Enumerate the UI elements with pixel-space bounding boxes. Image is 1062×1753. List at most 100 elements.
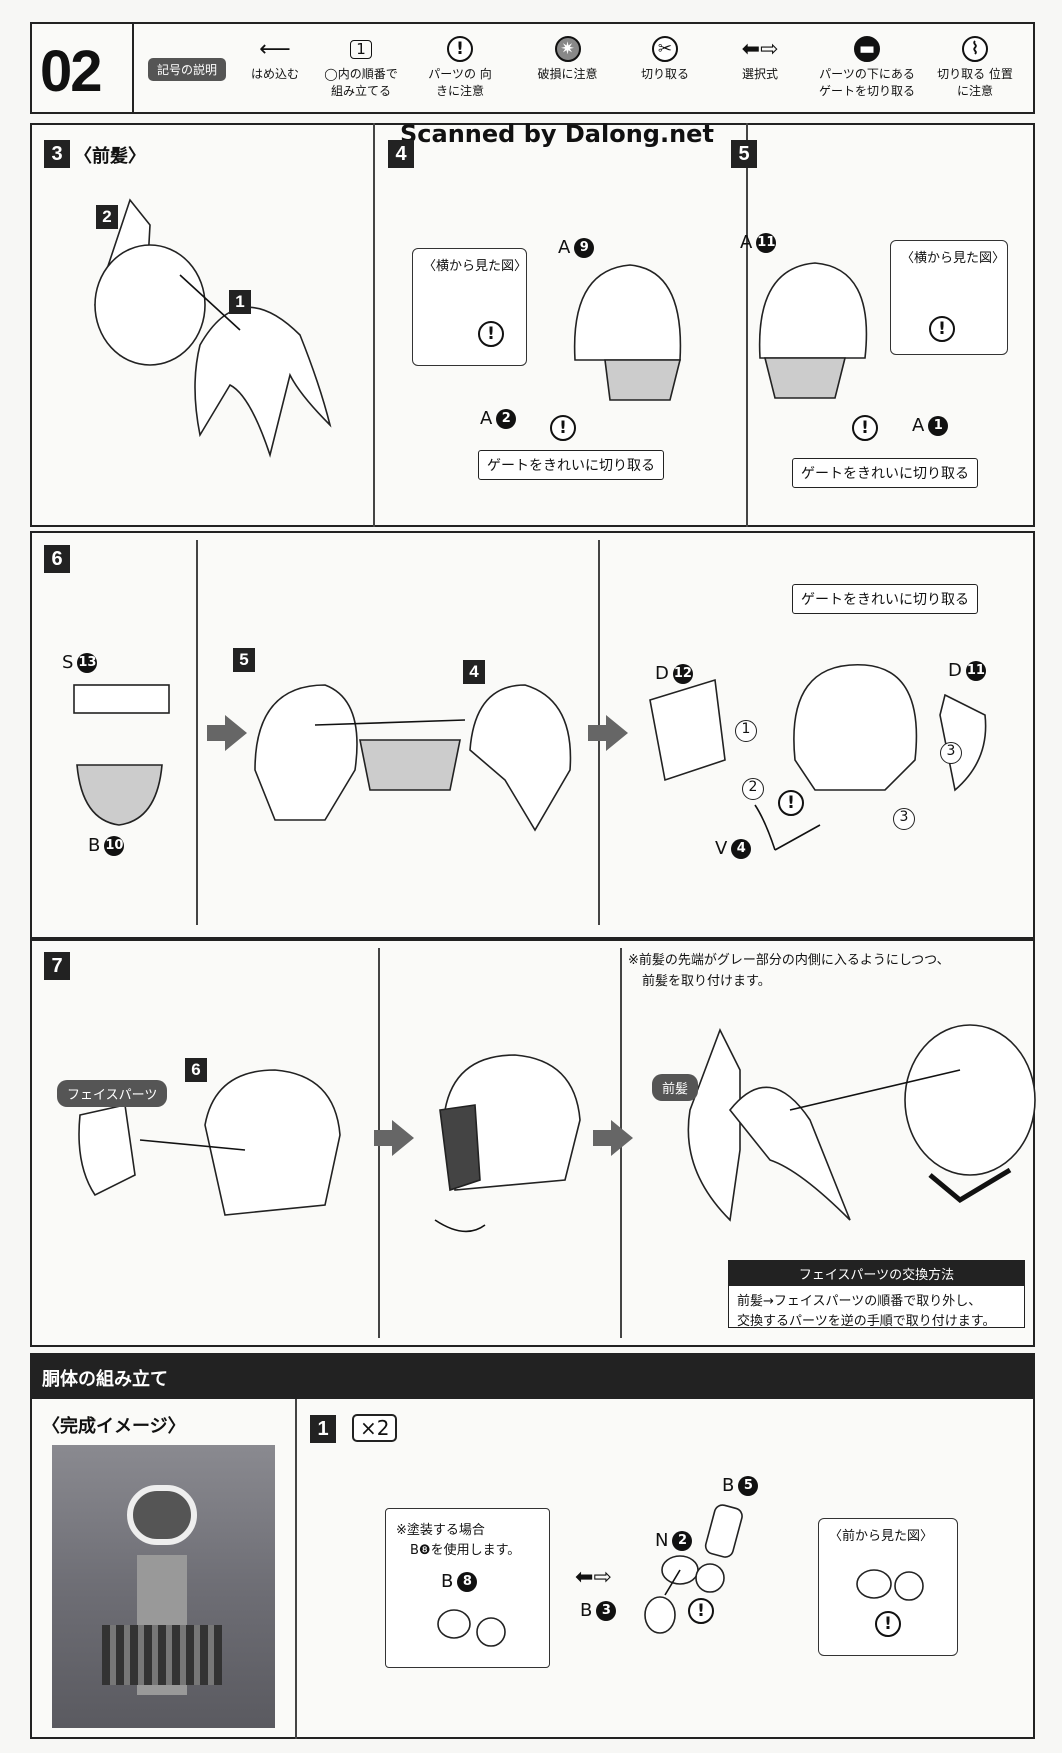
bangs-face-illustration [687,1024,1036,1222]
step7-note: ※前髪の先端がグレー部分の内側に入るようにしつつ、前髪を取り付けます。 [628,953,950,989]
side-view-inset: 〈横から見た図〉! [412,248,527,366]
legend-item-selectable: ⬅⇨ 選択式 [725,32,795,83]
double-arrow-icon: ⬅⇨ [741,36,779,62]
cut-position-icon: ⌇ [935,32,1015,66]
side-view-label: 〈横から見た図〉 [901,251,1006,266]
exclamation-icon: ! [425,32,495,66]
exclamation-icon: ! [852,415,878,441]
next-arrow-icon [374,1120,414,1156]
breakage-icon: ✷ [530,32,605,66]
step-title: 〈前髪〉 [74,146,146,167]
head-assembly-illustration [254,684,572,832]
next-arrow-icon [207,715,247,751]
legend-label: パーツの下にある ゲートを切り取る [818,67,915,98]
part-b8-illustration [437,1609,506,1647]
bangs-assembly-illustration [94,198,332,458]
part-badge: 2 [96,205,118,229]
step-number: 4 [388,140,414,168]
legend-label: 切り取る 位置に注意 [937,67,1013,98]
face-swap-note: フェイスパーツの交換方法 前髪→フェイスパーツの順番で取り外し、交換するパーツを… [728,1260,1025,1329]
exclamation-icon: ! [778,790,804,816]
part-badge: 1 [229,290,251,314]
arrow-left-icon: ⟵ [259,36,291,62]
bangs-label: 前髪 [652,1074,699,1101]
page-number: 02 [40,39,102,104]
side-view-inset: 〈横から見た図〉! [890,240,1008,355]
face-attached-illustration [434,1054,581,1233]
gate-callout: ゲートをきれいに切り取る [792,458,978,488]
order-marker: 3 [893,808,915,830]
watermark: Scanned by Dalong.net [400,120,714,148]
helmet-illustration [758,262,868,399]
divider [132,22,134,114]
legend-label: 破損に注意 [537,67,598,81]
sub-assembly-badge: 6 [185,1058,207,1082]
side-view-label: 〈横から見た図〉 [423,259,528,274]
head-side-parts-illustration [649,664,987,851]
divider [746,123,748,527]
step-number: 7 [44,952,70,980]
cut-icon: ✂ [630,32,700,66]
step-number: 1 [310,1415,336,1443]
exclamation-icon: ! [875,1611,901,1637]
legend-item-orientation: !パーツの 向きに注意 [425,32,495,100]
step-number: 5 [731,140,757,168]
legend-item-cut-position: ⌇切り取る 位置に注意 [935,32,1015,100]
front-view-part-illustration [856,1569,924,1601]
front-view-inset: 〈前から見た図〉 ! [818,1518,958,1656]
order-marker: 3 [940,742,962,764]
legend-label: 切り取る [640,67,689,81]
gate-under-part-icon: ▬ [812,32,922,66]
face-attach-illustration [78,1069,341,1216]
legend-item-insert: ⟵ はめ込む [240,32,310,83]
face-parts-label: フェイスパーツ [57,1080,168,1107]
step-number: 6 [44,545,70,573]
section-title: 胴体の組み立て [30,1353,1035,1399]
face-swap-title: フェイスパーツの交換方法 [729,1261,1024,1286]
legend-label: ◯内の順番で 組み立てる [324,67,398,98]
joint-assembly-illustration [644,1504,743,1634]
legend-label: 選択式 [741,67,778,81]
legend-label: はめ込む [250,67,299,81]
hexagon-number-icon: 1 [318,32,404,66]
legend-item-breakage: ✷破損に注意 [530,32,605,83]
face-swap-body: 前髪→フェイスパーツの順番で取り外し、交換するパーツを逆の手順で取り付けます。 [737,1294,996,1329]
completed-image-title: 〈完成イメージ〉 [42,1416,186,1437]
order-marker: 2 [742,778,764,800]
legend-item-cut: ✂切り取る [630,32,700,83]
step-number: 3 [44,140,70,168]
exclamation-icon: ! [550,415,576,441]
gate-callout: ゲートをきれいに切り取る [478,450,664,480]
sub-assembly-badge: 4 [463,660,485,684]
sub-assembly-badge: 5 [233,648,255,672]
divider [295,1399,297,1739]
helmet-illustration [573,264,682,401]
next-arrow-icon [593,1120,633,1156]
divider [196,540,198,925]
exclamation-icon: ! [478,321,504,347]
double-arrow-icon: ⬅⇨ [575,1565,612,1590]
completed-figure-photo [52,1445,275,1728]
divider [373,123,375,527]
front-view-label: 〈前から見た図〉 [829,1529,934,1544]
exclamation-icon: ! [688,1598,714,1624]
quantity-badge: ×2 [352,1414,398,1442]
gate-callout: ゲートをきれいに切り取る [792,584,978,614]
next-arrow-icon [588,715,628,751]
legend-title: 記号の説明 [148,58,227,81]
